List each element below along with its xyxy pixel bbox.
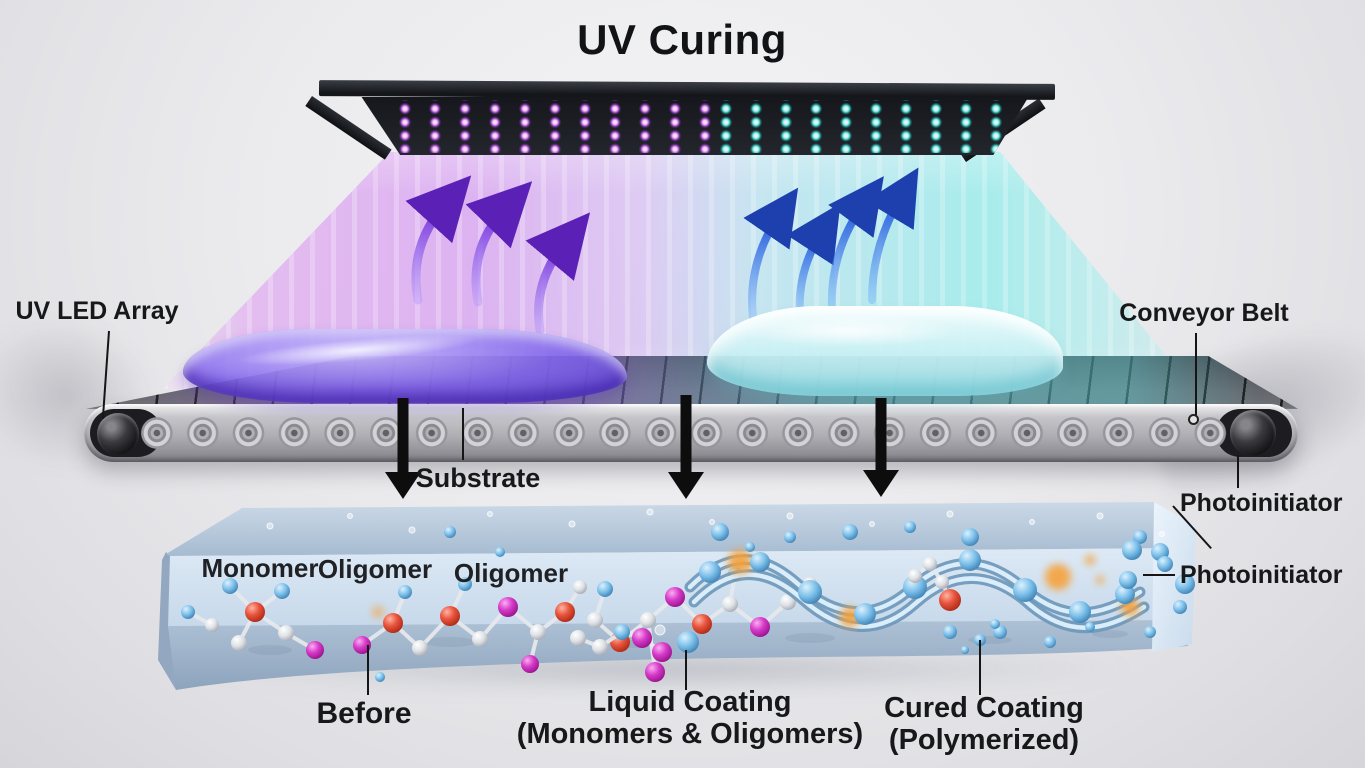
monomer-cluster [181,578,324,659]
label-substrate: Substrate [415,463,541,493]
label-oligomer-2: Oligomer [453,558,569,588]
label-photoinitiator-top: Photoinitiator [1180,489,1343,517]
arrow-stem [680,395,692,474]
chain-beads [699,549,1135,625]
uv-process-down-arrow [385,398,421,500]
photoinitiator-spheres [444,521,1195,654]
oligomer-cluster-1 [353,577,587,682]
label-before: Before [316,697,412,730]
label-liquid-coating-title: Liquid Coating [588,686,792,718]
band-top-face [166,502,1196,556]
uv-process-down-arrow [668,395,704,500]
liquid-coating-pointer-line [685,650,687,690]
conveyor-pointer-line [1195,333,1197,415]
label-monomer: Monomer [201,553,319,583]
cured-coating-pointer-line [979,640,981,695]
conveyor-pointer-dot [1188,414,1199,425]
radical-cluster [908,557,961,611]
cured-coating-blob [707,306,1063,396]
label-cured-coating: Cured Coating (Polymerized) [884,692,1084,756]
label-conveyor-belt: Conveyor Belt [1119,299,1289,327]
label-liquid-coating-sub: (Monomers & Oligomers) [516,718,864,750]
mid-molecule-cluster [570,624,672,662]
label-uv-led-array: UV LED Array [15,297,179,325]
band-bottom-face [168,620,1192,690]
belt-rollers [128,410,1228,456]
belt-end-roller-right [1230,410,1276,456]
photoinitiator-pointer-line-vertical [1237,455,1239,488]
label-cured-coating-sub: (Polymerized) [888,724,1080,756]
led-array-face [361,97,1029,155]
label-oligomer-1: Oligomer [317,554,433,584]
label-liquid-coating: Liquid Coating (Monomers & Oligomers) [517,686,863,750]
liquid-coating-blob [183,329,627,403]
oligomer-cluster-2 [587,567,817,682]
arrow-head [385,472,421,499]
arrow-head [863,470,899,497]
arrow-stem [397,398,409,474]
photoinitiator-pointer-line-horizontal [1143,574,1175,576]
coating-band: .bond{stroke:#e6e9ed;stroke-width:4;stro… [158,502,1196,690]
page-title: UV Curing [577,16,787,63]
belt-end-roller-left [97,413,139,455]
arrow-head [668,472,704,499]
before-pointer-line [367,645,369,695]
arrow-stem [875,398,887,472]
label-photoinitiator-side: Photoinitiator [1180,561,1343,589]
substrate-pointer-line [462,408,464,460]
glow-spots [372,550,1139,627]
panel-top-bar [318,80,1056,100]
band-right-face [1152,502,1196,652]
uv-process-down-arrow [863,398,899,498]
label-cured-coating-title: Cured Coating [884,692,1084,724]
